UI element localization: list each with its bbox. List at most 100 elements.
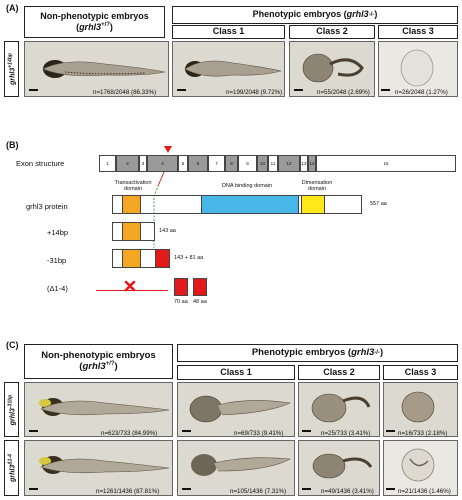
panel-c-class3-header: Class 3: [383, 365, 458, 380]
scale-bar: [386, 430, 395, 432]
panel-c-nonphenotypic-header: Non-phenotypic embryos (grhl3+/?): [24, 344, 173, 379]
count-label: n=26/2048 (1.27%): [395, 89, 448, 96]
scale-bar: [294, 89, 303, 91]
embryo-illustration: [401, 391, 435, 423]
count-label: n=1261/1436 (87.81%): [96, 488, 160, 495]
exon-box: 4: [147, 155, 178, 172]
exon-box: 9: [238, 155, 257, 172]
embryo-photo-class1: [172, 41, 285, 97]
count-label: n=199/2048 (9.72%): [226, 89, 283, 96]
scale-bar: [177, 89, 186, 91]
protein-length-label: 143 aa: [159, 228, 176, 234]
genotype-sup: +/?: [101, 21, 110, 28]
header-text: Phenotypic embryos (: [251, 347, 352, 359]
exon-box: 14: [308, 155, 316, 172]
embryo-photo-nonphenotypic: [24, 382, 173, 437]
allele-sup: +14bp: [6, 53, 13, 68]
gene-name: grhl3: [9, 67, 17, 85]
panel-a-nonphenotypic-header: Non-phenotypic embryos (grhl3+/?): [24, 6, 165, 38]
protein-length-label: 557 aa: [370, 201, 387, 207]
deleted-region-line: [96, 290, 168, 292]
protein-fragment: [193, 278, 207, 296]
header-text: Non-phenotypic embryos: [41, 349, 156, 361]
embryo-photo-class1: [177, 440, 295, 496]
panel-a-class3-header: Class 3: [378, 25, 458, 39]
gene-name: grhl3: [351, 347, 375, 359]
embryo-illustration: [312, 453, 373, 479]
scale-bar: [29, 488, 38, 490]
allele-row-label: (Δ1-4): [47, 284, 68, 293]
exon-box: 8: [225, 155, 238, 172]
panel-c-phenotypic-header: Phenotypic embryos (grhl3-/-): [177, 344, 458, 362]
allele-sup: -31bp: [6, 394, 13, 408]
exon-box: 6: [188, 155, 208, 172]
embryo-illustration: [39, 398, 170, 416]
allele-row-label: -31bp: [47, 256, 67, 265]
panel-a-class2-header: Class 2: [289, 25, 375, 39]
header-text: Non-phenotypic embryos: [40, 11, 149, 22]
count-label: n=623/733 (84.99%): [101, 430, 158, 437]
count-label: n=55/2048 (2.69%): [317, 89, 370, 96]
transactivation-label: Transactivation domain: [114, 180, 152, 193]
panel-b-label: (B): [6, 140, 19, 150]
frameshift-segment: [155, 249, 170, 268]
exon-box: 3: [139, 155, 147, 172]
transactivation-domain: [122, 222, 141, 241]
exon-box: 7: [208, 155, 225, 172]
allele-row-label: +14bp: [47, 228, 69, 237]
embryo-photo-class3: [383, 382, 458, 437]
gene-name: grhl3: [9, 407, 17, 425]
transactivation-domain: [122, 249, 141, 268]
panel-c-row2-label: grhl3Δ1-4: [4, 440, 19, 496]
count-label: n=49/1436 (3.41%): [321, 488, 374, 495]
exon-box: 12: [278, 155, 300, 172]
genotype-sup: -/-: [374, 349, 380, 356]
embryo-illustration: [400, 49, 434, 87]
count-label: n=1768/2048 (86.33%): [93, 89, 157, 96]
header-text: ): [379, 347, 384, 359]
embryo-illustration: [191, 454, 292, 476]
embryo-photo-class3: [378, 41, 458, 97]
exon-structure-label: Exon structure: [16, 159, 65, 168]
deletion-cross-icon: [124, 280, 136, 292]
embryo-photo-class2: [298, 440, 380, 496]
protein-fragment: [174, 278, 188, 296]
embryo-illustration: [39, 456, 170, 474]
panel-a-label: (A): [6, 3, 19, 13]
panel-a-row-label: grhl3+14bp: [4, 41, 19, 97]
genotype-sup: +/?: [105, 360, 115, 367]
panel-c-label: (C): [6, 340, 19, 350]
mutation-marker-icon: [164, 146, 172, 153]
panel-a-class1-header: Class 1: [172, 25, 285, 39]
exon-box: 1: [99, 155, 116, 172]
gene-name: grhl3: [346, 9, 369, 20]
gene-name: grhl3: [79, 21, 102, 32]
fragment-length-label: 48 aa: [193, 299, 207, 305]
scale-bar: [182, 430, 191, 432]
dimerisation-domain: [301, 195, 325, 214]
embryo-photo-class1: [177, 382, 295, 437]
count-label: n=105/1436 (7.31%): [230, 488, 287, 495]
panel-a-phenotypic-header: Phenotypic embryos (grhl3-/-): [172, 6, 458, 24]
count-label: n=16/733 (2.18%): [398, 430, 448, 437]
embryo-photo-nonphenotypic: [24, 41, 169, 97]
gene-name: grhl3: [9, 464, 17, 482]
genotype-sup: -/-: [368, 11, 375, 18]
scale-bar: [302, 488, 311, 490]
protein-length-label: 143 + 81 aa: [174, 255, 204, 261]
count-label: n=21/1436 (1.46%): [398, 488, 451, 495]
count-label: n=69/733 (9.41%): [234, 430, 284, 437]
embryo-photo-class3: [383, 440, 458, 496]
embryo-illustration: [42, 60, 166, 78]
scale-bar: [381, 89, 390, 91]
scale-bar: [386, 488, 395, 490]
panel-c-row1-label: grhl3-31bp: [4, 382, 19, 437]
dna-binding-label: DNA binding domain: [222, 183, 273, 189]
scale-bar: [182, 488, 191, 490]
embryo-illustration: [302, 53, 364, 83]
header-text: ): [374, 9, 378, 20]
embryo-photo-class2: [289, 41, 375, 97]
scale-bar: [302, 430, 311, 432]
embryo-illustration: [401, 448, 435, 482]
header-text: Phenotypic embryos (: [252, 9, 347, 20]
